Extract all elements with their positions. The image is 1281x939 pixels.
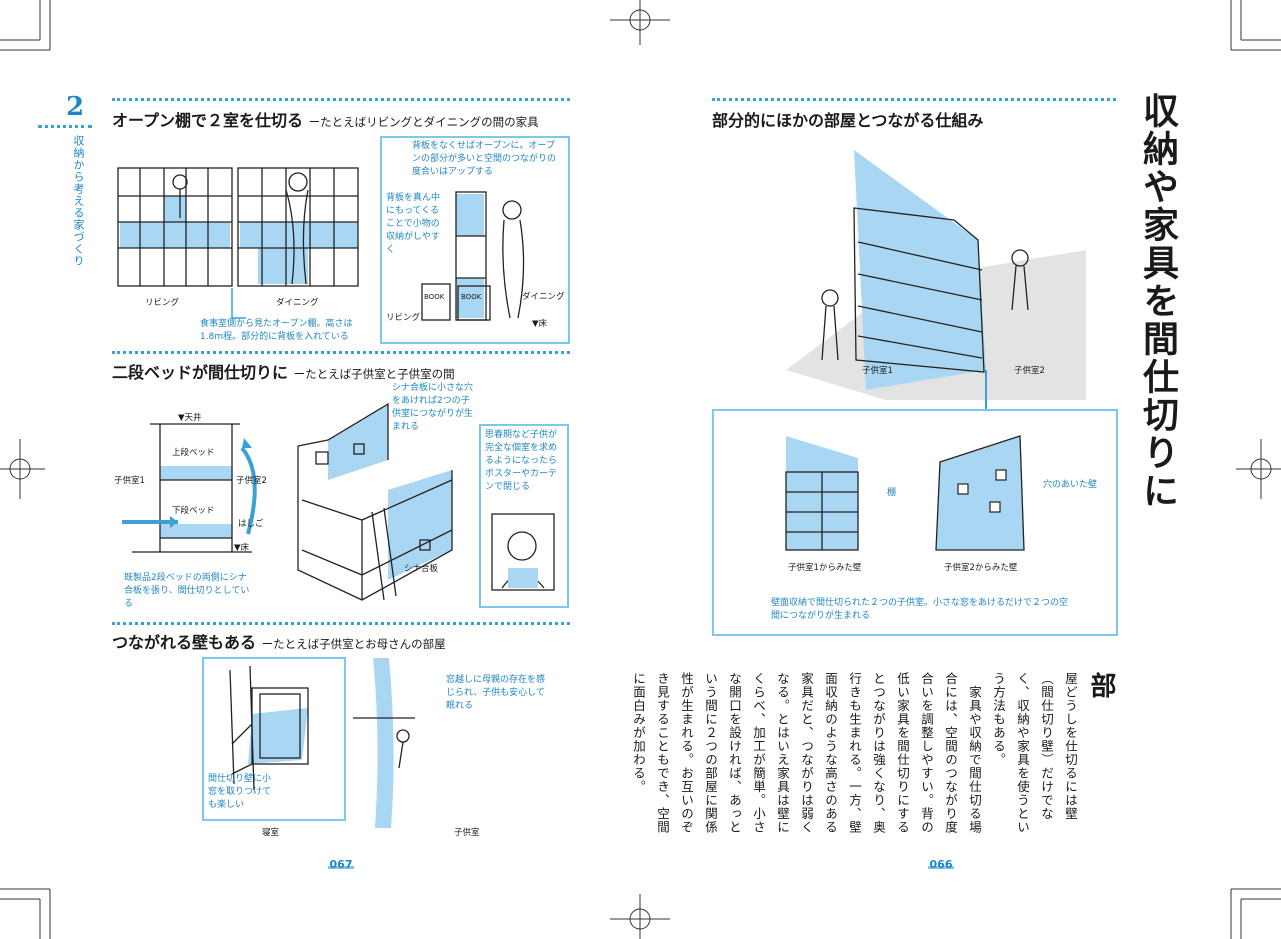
- section3-heading: つながれる壁もある ーたとえば子供室とお母さんの部屋: [112, 629, 446, 653]
- inset-label-living: リビング: [386, 313, 421, 323]
- inset-shelf-illustration: [421, 191, 525, 321]
- book-2: BOOK: [461, 293, 482, 301]
- body-text: 屋どうしを仕切るには壁（間仕切り壁）だけでなく、収納や家具を使うという方法もある…: [631, 672, 1078, 834]
- label-plywood: シナ合板: [404, 564, 439, 574]
- right-page-number: 066: [929, 858, 953, 871]
- right-label-room2: 子供室2: [1014, 366, 1045, 376]
- right-caption: 壁面収納で間仕切られた２つの子供室。小さな窓をあけるだけで２つの空間につながりが…: [771, 598, 1069, 621]
- bunk-section-diagram: [122, 423, 257, 553]
- note-adolescence: 思春期など子供が完全な個室を求めるようになったらポスターやカーテンで閉じる: [485, 430, 558, 492]
- section2-heading: 二段ベッドが間仕切りに ーたとえば子供室と子供室の間: [112, 359, 455, 383]
- shelf-illustration: [117, 167, 359, 287]
- caption-shelf: 食事室側から見たオープン棚。高さは1.8m程。部分的に背板を入れている: [200, 319, 353, 342]
- note-readymade-bunk: 既製品2段ベッドの両側にシナ合板を張り、間仕切りとしている: [124, 573, 250, 609]
- note-mother-presence: 窓越しに母親の存在を感じられ、子供も安心して眠れる: [446, 675, 546, 711]
- view-label-room1: 子供室1からみた壁: [788, 563, 862, 573]
- book-1: BOOK: [424, 293, 445, 301]
- chapter-divider: [38, 125, 92, 128]
- section1-divider: [112, 98, 570, 101]
- section3-divider: [112, 622, 570, 625]
- caption-leader-line: [231, 288, 246, 319]
- vertical-title: 収納や家具を間仕切りに: [1137, 92, 1178, 510]
- section2-divider: [112, 351, 570, 354]
- section2-title: 二段ベッドが間仕切りに: [112, 363, 289, 382]
- storage-wall-illustration: [786, 150, 1086, 400]
- chapter-number: 2: [66, 92, 85, 122]
- label-floor: ▼床: [234, 543, 250, 553]
- section3-subtitle: ーたとえば子供室とお母さんの部屋: [261, 637, 446, 651]
- mother-child-illustration: [353, 658, 415, 828]
- label-bedroom: 寝室: [262, 828, 280, 838]
- note-back-center: 背板を真ん中にもってくることで小物の収納がしやすく: [386, 193, 441, 255]
- label-hole-wall: 穴のあいた壁: [1043, 480, 1098, 490]
- label-lower-bed: 下段ベッド: [172, 506, 215, 516]
- label-dining: ダイニング: [276, 298, 319, 308]
- section1-heading: オープン棚で２室を仕切る ーたとえばリビングとダイニングの間の家具: [112, 107, 539, 131]
- label-child-room: 子供室: [454, 828, 480, 838]
- note-partition-window: 間仕切り壁に小窓を取りつけても楽しい: [208, 774, 272, 810]
- section1-title: オープン棚で２室を仕切る: [112, 111, 304, 130]
- label-ladder: はしご: [238, 519, 264, 529]
- label-living: リビング: [145, 298, 180, 308]
- bunk-bed-illustration: [297, 402, 453, 601]
- left-page-number: 067: [329, 858, 353, 871]
- window-wall-illustration: [229, 665, 309, 791]
- section3-title: つながれる壁もある: [112, 633, 257, 652]
- poster-illustration: [491, 513, 555, 591]
- label-upper-bed: 上段ベッド: [172, 448, 215, 458]
- inset-label-floor: ▼床: [532, 319, 548, 329]
- inset-label-dining: ダイニング: [522, 292, 565, 302]
- right-label-room1: 子供室1: [862, 366, 893, 376]
- label-shelf: 棚: [887, 488, 897, 498]
- label-ceiling: ▼天井: [178, 413, 202, 423]
- chapter-title: 収納から考える家づくり: [72, 135, 85, 267]
- view-room2-illustration: [935, 435, 1025, 551]
- callout-line: [985, 370, 987, 410]
- label-child-room-1: 子供室1: [114, 476, 145, 486]
- right-section-divider: [712, 98, 1116, 101]
- view-room1-illustration: [785, 436, 859, 551]
- section2-subtitle: ーたとえば子供室と子供室の間: [293, 367, 455, 381]
- note-small-hole: シナ合板に小さな穴をあければ2つの子供室につながりが生まれる: [392, 383, 474, 432]
- right-section-title: 部分的にほかの部屋とつながる仕組み: [712, 111, 984, 130]
- view-label-room2: 子供室2からみた壁: [944, 563, 1018, 573]
- note-back-open: 背板をなくせばオープンに。オープンの部分が多いと空間のつながりの度合いはアップす…: [412, 141, 557, 177]
- inset-box-views: [712, 409, 1118, 636]
- label-child-room-2: 子供室2: [236, 476, 267, 486]
- section1-subtitle: ーたとえばリビングとダイニングの間の家具: [308, 115, 539, 129]
- body-initial: 部: [1086, 672, 1116, 698]
